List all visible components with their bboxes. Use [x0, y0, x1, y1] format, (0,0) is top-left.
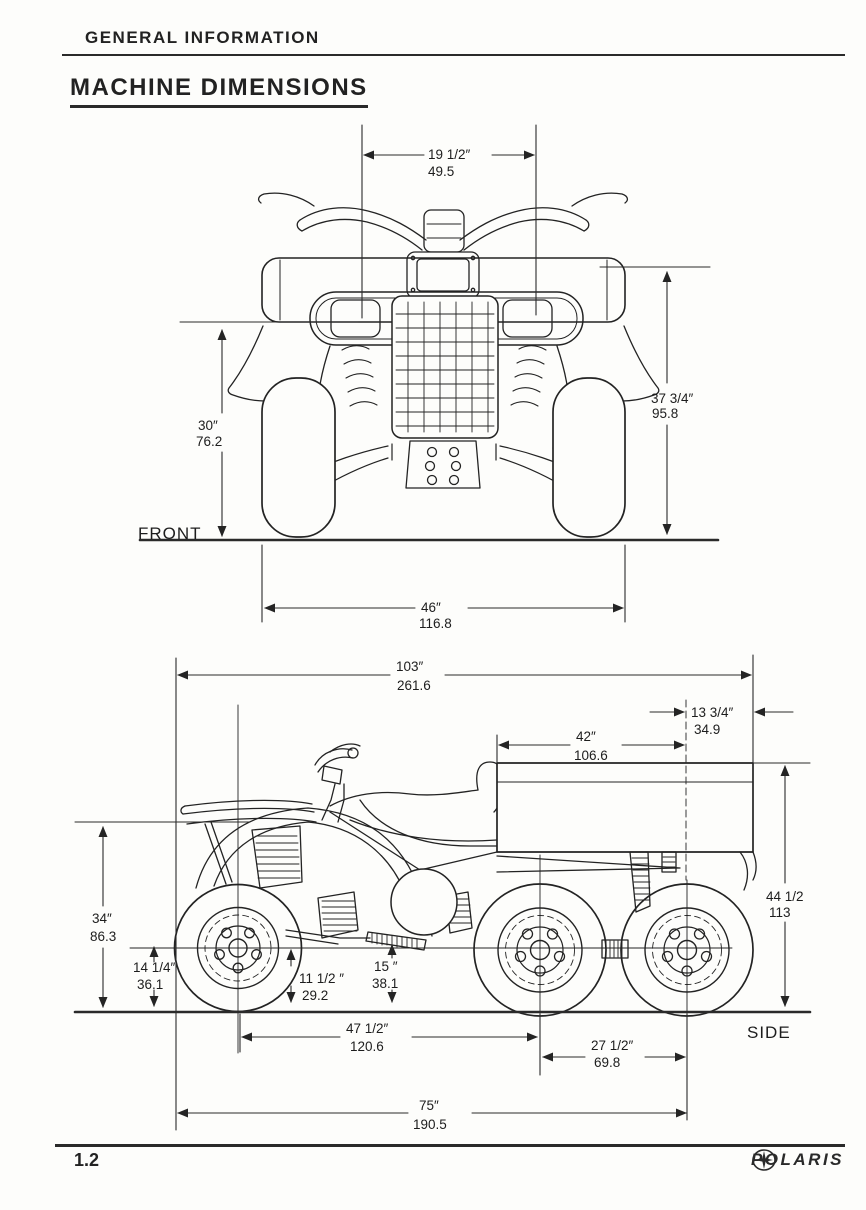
front-view-figure: 19 1/2″ 49.5 30″ 76.2 37 3/4″ 95.8 46″ 1…: [138, 124, 720, 631]
left-shock-coil: [341, 345, 378, 407]
dim-footboard-clearance-in: 11 1/2 ″: [299, 971, 344, 986]
dim-ground-clearance-cm: 38.1: [372, 976, 398, 991]
handlebar: [257, 192, 629, 253]
dim-axle-height-cm: 36.1: [137, 977, 163, 992]
instrument-pod: [406, 251, 480, 299]
front-view-dimensions: [138, 124, 720, 623]
dim-headlight-height-cm: 76.2: [196, 434, 222, 449]
front-view-label: FRONT: [138, 524, 202, 543]
dim-headlight-height-in: 30″: [198, 418, 218, 433]
section-heading: GENERAL INFORMATION: [85, 28, 320, 47]
dim-box-height-cm: 113: [769, 905, 791, 920]
dim-overall-length-in: 103″: [396, 659, 424, 674]
polaris-star-icon: [752, 1149, 776, 1171]
dim-box-length-in: 42″: [576, 729, 596, 744]
dim-overall-width-in: 46″: [421, 600, 441, 615]
side-view-dimensions: [73, 654, 812, 1131]
footer-rule: [55, 1144, 845, 1147]
seat: [329, 761, 504, 871]
dim-ground-clearance-in: 15 ″: [374, 959, 398, 974]
side-handlebar: [314, 743, 361, 823]
dim-seat-height-in: 34″: [92, 911, 112, 926]
dim-overall-width-cm: 116.8: [419, 616, 452, 631]
brand-logo: POLARIS: [751, 1149, 844, 1171]
side-view-figure: 103″ 261.6 13 3/4″ 34.9 42″ 106.6 44 1/2…: [73, 654, 812, 1132]
cargo-box: [496, 762, 757, 913]
dim-rack-height-cm: 95.8: [652, 406, 678, 421]
dim-front-to-mid-in: 47 1/2″: [346, 1021, 389, 1036]
dim-rear-overhang-in: 13 3/4″: [691, 705, 734, 720]
radiator-grille: [391, 295, 499, 439]
dim-box-height-in: 44 1/2: [766, 889, 804, 904]
page-title: MACHINE DIMENSIONS: [70, 74, 368, 108]
dim-handlebar-width-in: 19 1/2″: [428, 147, 471, 162]
side-view-label: SIDE: [747, 1023, 791, 1042]
dim-rear-overhang-cm: 34.9: [694, 722, 720, 737]
left-front-tire: [261, 377, 336, 538]
dim-wheelbase-cm: 190.5: [413, 1117, 447, 1132]
side-view-drawing: [129, 699, 757, 1076]
dim-seat-height-cm: 86.3: [90, 929, 116, 944]
front-view-drawing: [227, 192, 660, 538]
front-view-labels: 19 1/2″ 49.5 30″ 76.2 37 3/4″ 95.8 46″ 1…: [138, 147, 694, 631]
dim-axle-height-in: 14 1/4″: [133, 960, 176, 975]
dim-front-to-mid-cm: 120.6: [350, 1039, 384, 1054]
dim-box-length-cm: 106.6: [574, 748, 608, 763]
page-header: GENERAL INFORMATION: [62, 28, 845, 56]
page-number: 1.2: [74, 1150, 100, 1170]
dim-handlebar-width-cm: 49.5: [428, 164, 454, 179]
engine: [285, 868, 473, 951]
centerlines: [129, 699, 733, 1076]
dim-wheelbase-in: 75″: [419, 1098, 439, 1113]
bash-plate: [405, 440, 481, 489]
dim-footboard-clearance-cm: 29.2: [302, 988, 328, 1003]
dim-mid-to-rear-in: 27 1/2″: [591, 1038, 634, 1053]
right-front-tire: [552, 377, 626, 538]
dim-mid-to-rear-cm: 69.8: [594, 1055, 620, 1070]
dim-overall-length-cm: 261.6: [397, 678, 431, 693]
right-shock-coil: [510, 345, 547, 407]
side-front-rack: [180, 799, 317, 889]
dim-rack-height-in: 37 3/4″: [651, 391, 694, 406]
side-view-labels: 103″ 261.6 13 3/4″ 34.9 42″ 106.6 44 1/2…: [90, 659, 804, 1132]
